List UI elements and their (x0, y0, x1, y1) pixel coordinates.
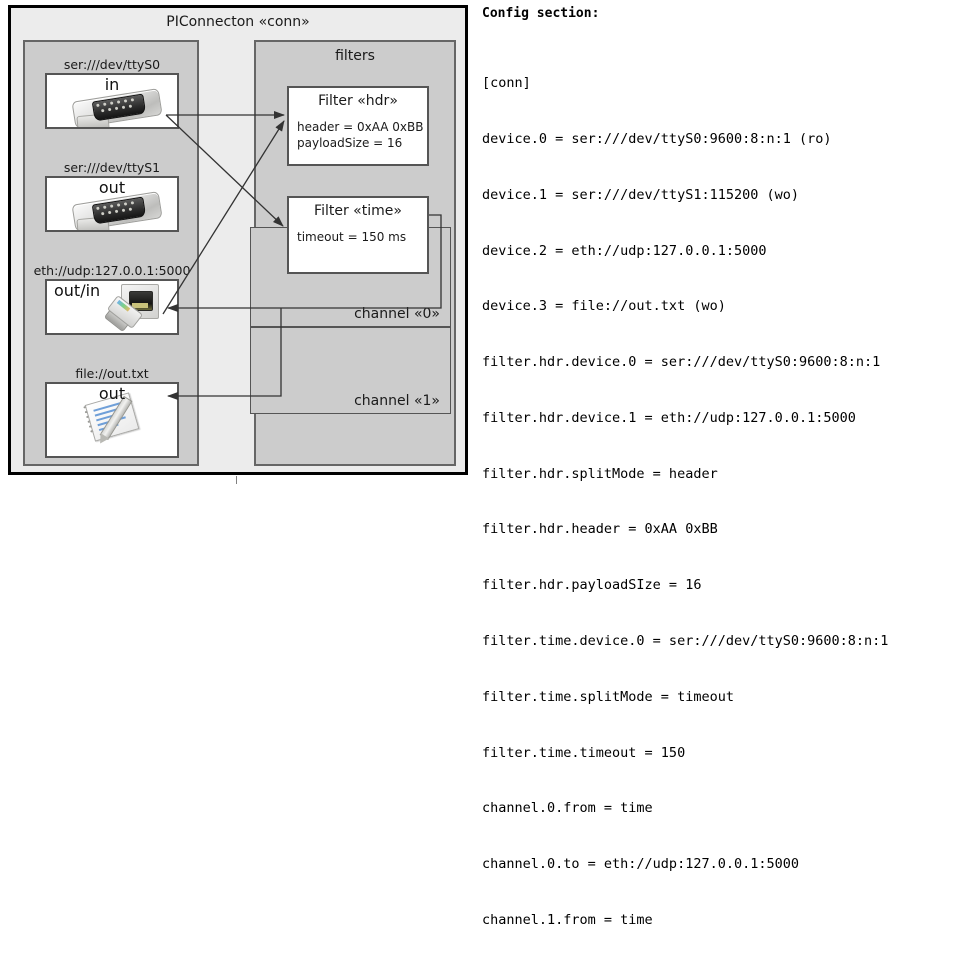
filter-properties: header = 0xAA 0xBB payloadSize = 16 (297, 119, 423, 151)
device-ser-ttyS0[interactable]: ser:///dev/ttyS0 in (45, 56, 179, 129)
device-file-out[interactable]: file://out.txt out (45, 365, 179, 458)
config-line: [conn] (482, 75, 531, 92)
config-line: filter.hdr.device.0 = ser:///dev/ttyS0:9… (482, 354, 881, 371)
config-line: channel.0.from = time (482, 800, 653, 817)
config-line: channel.1.to = file://out.txt (482, 967, 960, 968)
device-direction: out (98, 384, 126, 403)
config-line: device.3 = file://out.txt (wo) (482, 298, 726, 315)
screenshot-canvas: PIConnecton «conn» ser:///dev/ttyS0 in (0, 0, 964, 484)
filters-title: filters (335, 48, 375, 64)
config-heading: Config section: (482, 6, 600, 21)
config-line: device.1 = ser:///dev/ttyS1:115200 (wo) (482, 186, 799, 203)
device-card[interactable]: out (45, 382, 179, 458)
config-line: device.0 = ser:///dev/ttyS0:9600:8:n:1 (… (482, 130, 832, 147)
device-direction: in (104, 75, 120, 94)
filter-time-card[interactable]: Filter «time» timeout = 150 ms (287, 196, 429, 274)
diagram-title: PIConnecton «conn» (166, 14, 310, 30)
bottom-tick-left (236, 476, 237, 484)
device-label: eth://udp:127.0.0.1:5000 (33, 263, 191, 278)
config-line: channel.0.to = eth://udp:127.0.0.1:5000 (482, 856, 799, 873)
devices-group: ser:///dev/ttyS0 in (23, 40, 199, 466)
filter-property: header = 0xAA 0xBB (297, 120, 424, 134)
device-label: ser:///dev/ttyS0 (63, 57, 161, 72)
filter-hdr-card[interactable]: Filter «hdr» header = 0xAA 0xBB payloadS… (287, 86, 429, 166)
filter-property: timeout = 150 ms (297, 230, 407, 244)
device-card[interactable]: out (45, 176, 179, 232)
config-line: filter.time.device.0 = ser:///dev/ttyS0:… (482, 633, 889, 649)
filter-properties: timeout = 150 ms (297, 229, 406, 245)
device-direction: out (98, 178, 126, 197)
device-card[interactable]: out/in (45, 279, 179, 335)
device-eth-udp[interactable]: eth://udp:127.0.0.1:5000 out/in (34, 262, 190, 335)
config-line: filter.hdr.splitMode = header (482, 465, 718, 482)
device-direction: out/in (54, 281, 101, 300)
config-line: channel.1.from = time (482, 911, 653, 928)
filter-title: Filter «hdr» (318, 93, 398, 109)
config-line: filter.time.splitMode = timeout (482, 688, 734, 705)
channel-label: channel «0» (354, 306, 440, 322)
channel-1-box[interactable]: channel «1» (250, 327, 451, 414)
component-diagram: PIConnecton «conn» ser:///dev/ttyS0 in (8, 5, 468, 475)
config-line: filter.hdr.header = 0xAA 0xBB (482, 521, 718, 538)
config-lines: [conn] device.0 = ser:///dev/ttyS0:9600:… (482, 37, 960, 968)
device-label: file://out.txt (75, 366, 149, 381)
ethernet-rj45-icon (103, 283, 175, 333)
config-line: device.2 = eth://udp:127.0.0.1:5000 (482, 242, 767, 259)
config-line: filter.hdr.payloadSIze = 16 (482, 577, 702, 594)
device-card[interactable]: in (45, 73, 179, 129)
channel-label: channel «1» (354, 393, 440, 409)
config-section: Config section: [conn] device.0 = ser://… (482, 6, 960, 968)
config-line: filter.hdr.device.1 = eth://udp:127.0.0.… (482, 409, 856, 426)
device-ser-ttyS1[interactable]: ser:///dev/ttyS1 out (45, 159, 179, 232)
config-line: filter.time.timeout = 150 (482, 744, 686, 761)
filter-title: Filter «time» (314, 203, 402, 219)
device-label: ser:///dev/ttyS1 (63, 160, 161, 175)
filter-property: payloadSize = 16 (297, 136, 403, 150)
